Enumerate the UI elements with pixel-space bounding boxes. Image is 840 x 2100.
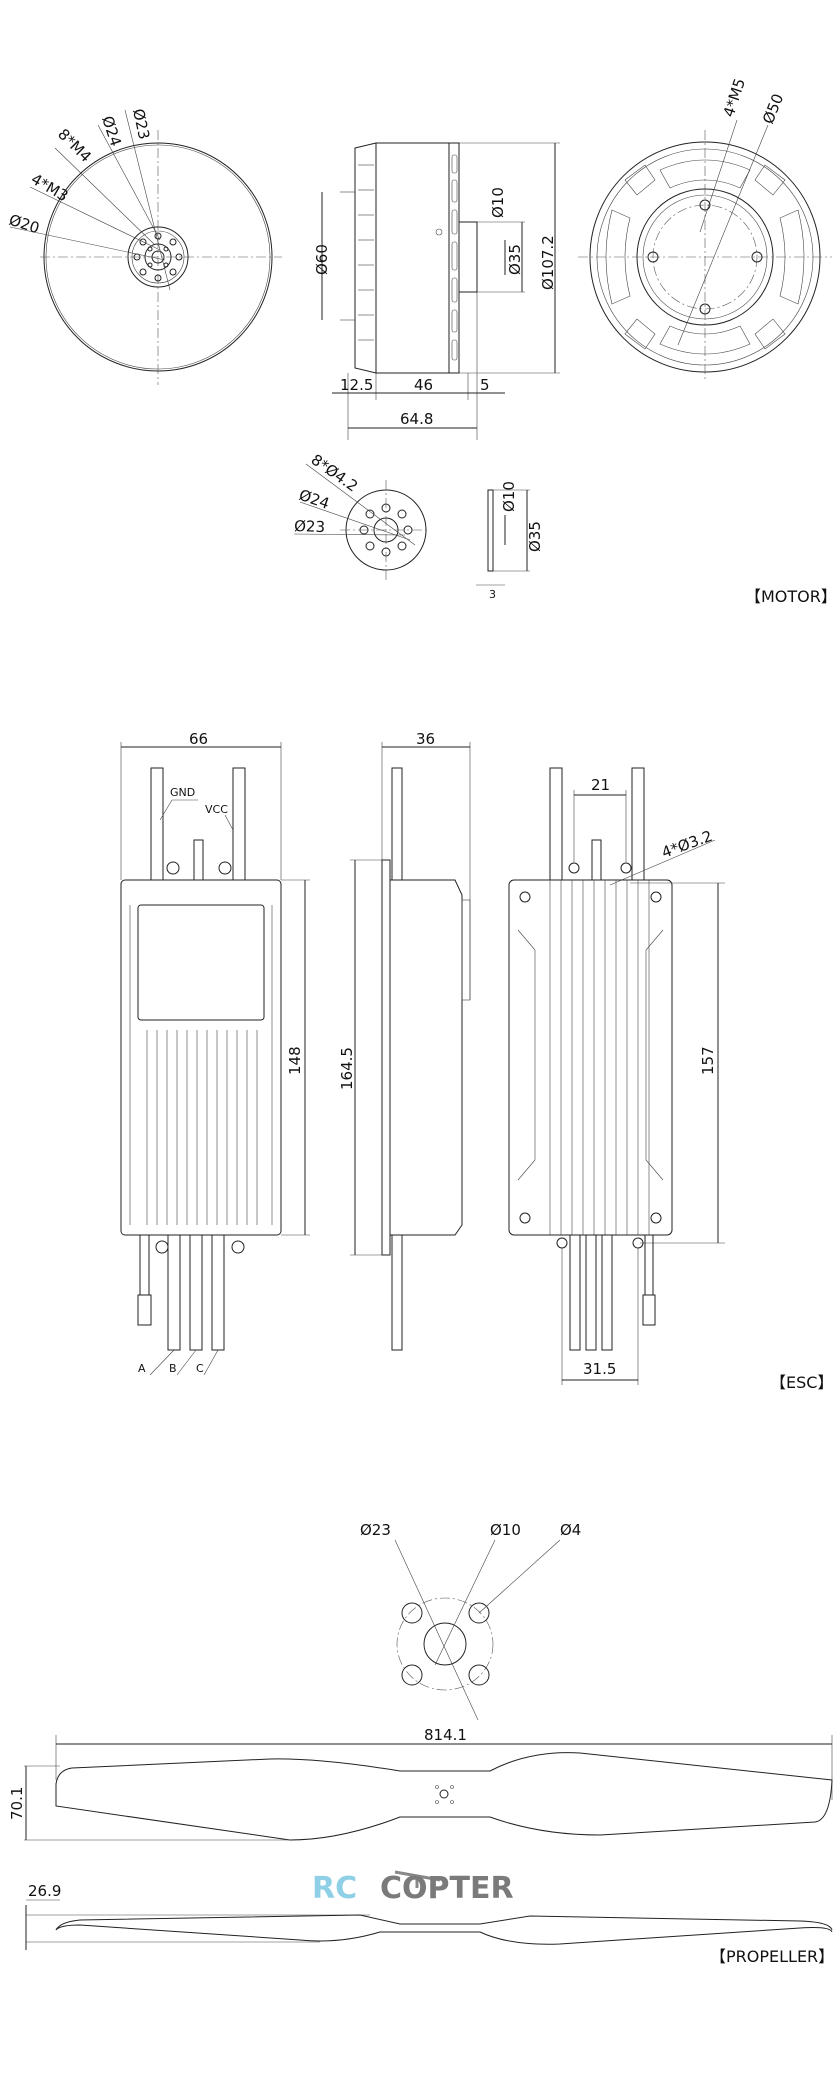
- label-hub-d10: Ø10: [490, 1521, 521, 1539]
- label-8d42: 8*Ø4.2: [308, 451, 362, 496]
- label-d23: Ø23: [129, 107, 153, 141]
- label-26-9: 26.9: [28, 1882, 61, 1900]
- label-phase-c: C: [196, 1362, 204, 1375]
- motor-flange-front-view: 8*Ø4.2 Ø24 Ø23: [294, 451, 430, 582]
- label-hub-d4: Ø4: [560, 1521, 581, 1539]
- label-phase-a: A: [138, 1362, 146, 1375]
- watermark-copter: COPTER: [380, 1871, 514, 1906]
- label-4d32: 4*Ø3.2: [659, 827, 715, 862]
- label-d10: Ø10: [489, 187, 507, 218]
- label-148: 148: [286, 1046, 304, 1075]
- label-31-5: 31.5: [583, 1360, 616, 1378]
- label-flange-d24: Ø24: [297, 486, 332, 513]
- label-8m4: 8*M4: [54, 125, 95, 166]
- label-phase-b: B: [169, 1362, 177, 1375]
- propeller-section-label: 【PROPELLER】: [710, 1947, 834, 1966]
- label-hub-d23: Ø23: [360, 1521, 391, 1539]
- rc-copter-watermark: RC COPTER: [312, 1870, 514, 1906]
- motor-front-view: Ø20 4*M3 8*M4 Ø24 Ø23: [7, 107, 282, 385]
- label-flange-d10: Ø10: [500, 481, 518, 512]
- label-d20: Ø20: [7, 211, 42, 238]
- label-164-5: 164.5: [338, 1047, 356, 1090]
- label-d107: Ø107.2: [539, 235, 557, 290]
- label-4m5: 4*M5: [720, 76, 749, 119]
- label-70-1: 70.1: [8, 1787, 26, 1820]
- label-gnd: GND: [170, 786, 195, 799]
- propeller-top-view: 814.1 70.1: [8, 1726, 833, 1841]
- motor-side-view: Ø60 Ø10 Ø35 Ø107.2 12.5 46 5 64.8: [313, 142, 560, 440]
- motor-section-label: 【MOTOR】: [745, 587, 837, 606]
- label-d35: Ø35: [506, 244, 524, 275]
- propeller-side-view: 26.9: [25, 1882, 833, 1950]
- label-4m3: 4*M3: [28, 170, 71, 205]
- watermark-rc: RC: [312, 1871, 357, 1906]
- label-66: 66: [189, 730, 208, 748]
- esc-side-view: 36 164.5: [338, 730, 471, 1351]
- label-157: 157: [699, 1046, 717, 1075]
- esc-top-view: 66 148 GND VCC A B C: [120, 730, 310, 1376]
- label-d50: Ø50: [759, 91, 787, 126]
- label-46: 46: [414, 376, 433, 394]
- label-36: 36: [416, 730, 435, 748]
- label-vcc: VCC: [205, 803, 228, 816]
- motor-flange-side-view: Ø10 Ø35 3: [476, 481, 544, 601]
- label-d60: Ø60: [313, 244, 331, 275]
- label-flange-d23: Ø23: [294, 517, 326, 536]
- propeller-hub-view: Ø23 Ø10 Ø4: [360, 1521, 581, 1721]
- label-d24: Ø24: [98, 114, 125, 149]
- esc-section-label: 【ESC】: [770, 1373, 833, 1392]
- esc-bottom-view: 21 4*Ø3.2 157 31.5: [508, 767, 725, 1385]
- label-64-8: 64.8: [400, 410, 433, 428]
- label-814-1: 814.1: [424, 1726, 467, 1744]
- label-5: 5: [480, 376, 490, 394]
- label-flange-d35: Ø35: [526, 521, 544, 552]
- label-21: 21: [591, 776, 610, 794]
- label-flange-3: 3: [489, 588, 496, 601]
- motor-rear-view: 4*M5 Ø50: [578, 76, 832, 380]
- label-12-5: 12.5: [340, 376, 373, 394]
